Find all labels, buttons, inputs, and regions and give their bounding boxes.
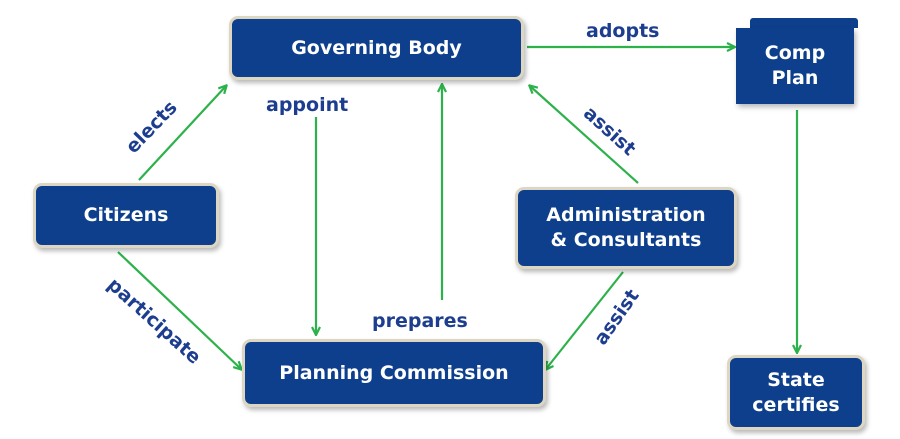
planning-commission-label: Planning Commission: [279, 361, 509, 384]
arrow-elects: [138, 86, 226, 181]
arrow-assist-bottom: [546, 271, 624, 369]
administration-label-line1: Administration: [546, 204, 706, 227]
arrow-assist-top: [530, 86, 639, 184]
comp-plan-node: Comp Plan: [736, 28, 854, 104]
comp-plan-label-line2: Plan: [771, 67, 819, 89]
state-label-line2: certifies: [752, 393, 840, 416]
citizens-label: Citizens: [83, 204, 169, 227]
governing-body-label: Governing Body: [291, 36, 462, 59]
citizens-node: Citizens: [33, 183, 219, 248]
planning-commission-node: Planning Commission: [242, 339, 546, 407]
administration-consultants-node: Administration & Consultants: [515, 187, 737, 269]
comp-plan-scroll-tab: [750, 18, 858, 28]
state-label-line1: State: [767, 368, 825, 391]
arrow-participate: [117, 251, 241, 369]
governing-body-node: Governing Body: [229, 16, 524, 80]
edge-label-prepares: prepares: [372, 310, 468, 332]
administration-label-line2: & Consultants: [550, 229, 702, 251]
state-certifies-node: State certifies: [727, 355, 865, 430]
edge-label-adopts: adopts: [586, 20, 660, 42]
comp-plan-label-line1: Comp: [764, 42, 826, 65]
edge-label-appoint: appoint: [266, 94, 349, 116]
